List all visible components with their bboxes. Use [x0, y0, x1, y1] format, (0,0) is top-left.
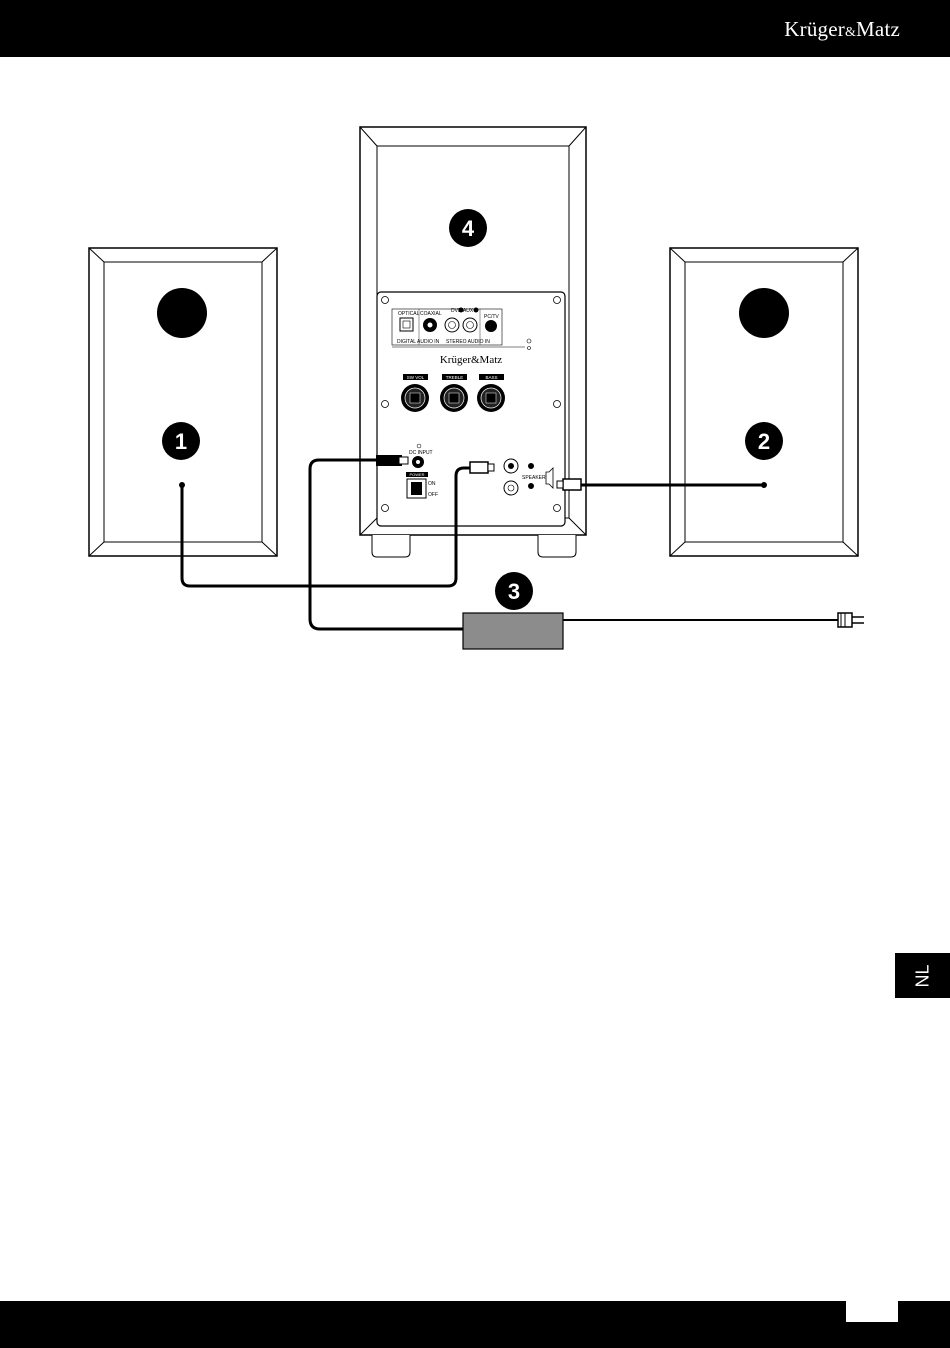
- svg-text:TREBLE: TREBLE: [446, 375, 464, 380]
- callout-2: 2: [745, 422, 783, 460]
- footer-bar: [0, 1301, 950, 1348]
- callout-1: 1: [162, 422, 200, 460]
- dc-input-label: DC INPUT: [409, 450, 433, 456]
- page-number-box: [846, 1301, 898, 1322]
- svg-text:BASS: BASS: [485, 375, 497, 380]
- speaker-label: SPEAKER: [522, 475, 546, 481]
- volume-knob: SW VOL: [401, 374, 429, 412]
- off-label: OFF: [428, 492, 438, 498]
- panel-brand-logo: Krüger&Matz: [440, 354, 502, 366]
- svg-text:SW VOL: SW VOL: [407, 375, 425, 380]
- pc-tv-jack-icon: [485, 320, 497, 332]
- dvd-aux-label: DVD/AUX: [451, 308, 474, 314]
- left-driver-icon: [157, 288, 207, 338]
- language-label: NL: [912, 964, 933, 987]
- pc-tv-label: PC/TV: [484, 314, 499, 320]
- svg-text:1: 1: [175, 429, 187, 454]
- digital-audio-label: DIGITAL AUDIO IN: [397, 339, 440, 345]
- brand-logo: Krüger&Matz: [784, 17, 900, 42]
- power-adapter: [463, 613, 563, 649]
- mains-plug-icon: [838, 613, 864, 627]
- treble-knob: TREBLE: [440, 374, 468, 412]
- optical-label: OPTICAL: [398, 311, 420, 317]
- coaxial-label: COAXIAL: [420, 311, 442, 317]
- stereo-audio-label: STEREO AUDIO IN: [446, 339, 490, 345]
- on-label: ON: [428, 481, 436, 487]
- svg-text:4: 4: [462, 216, 475, 241]
- svg-text:3: 3: [508, 579, 520, 604]
- right-driver-icon: [739, 288, 789, 338]
- power-label: POWER: [409, 472, 424, 477]
- language-tab: NL: [895, 953, 950, 998]
- callout-4: 4: [449, 209, 487, 247]
- callout-3: 3: [495, 572, 533, 610]
- bass-knob: BASS: [477, 374, 505, 412]
- header-bar: Krüger&Matz: [0, 0, 950, 57]
- subwoofer: OPTICAL COAXIAL DVD/AUX PC/TV DIGITAL AU…: [360, 127, 586, 557]
- right-speaker: [670, 248, 858, 556]
- svg-text:2: 2: [758, 429, 770, 454]
- connection-diagram: OPTICAL COAXIAL DVD/AUX PC/TV DIGITAL AU…: [0, 57, 950, 677]
